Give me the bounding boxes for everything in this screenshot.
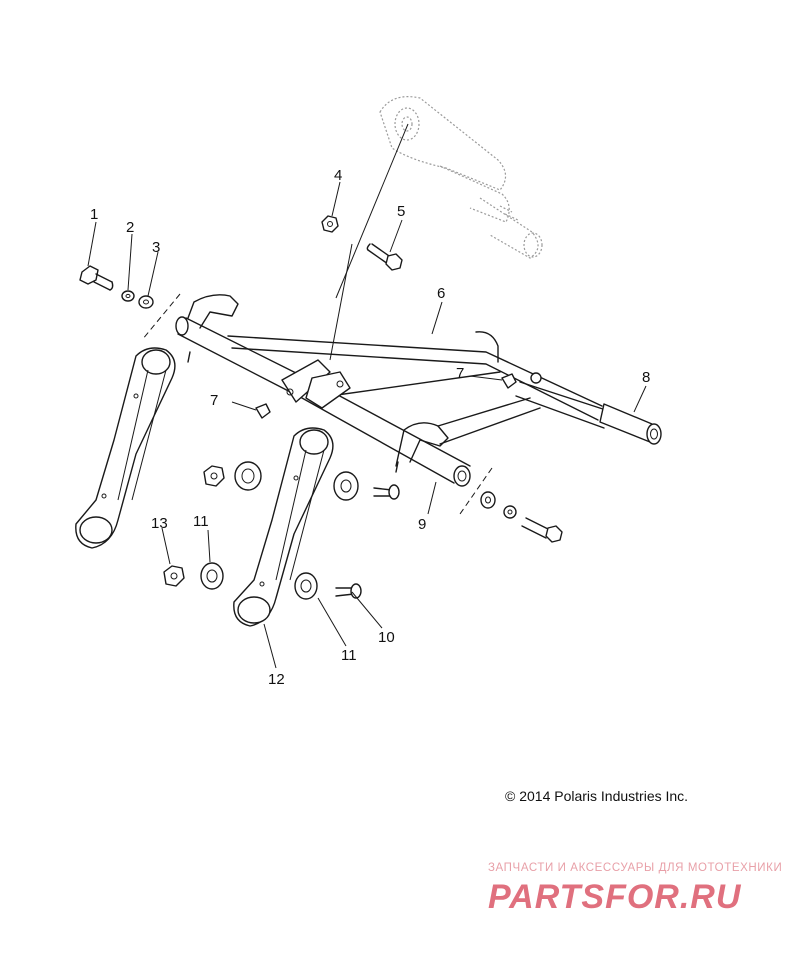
watermark-tagline: ЗАПЧАСТИ И АКСЕССУАРЫ ДЛЯ МОТОТЕХНИКИ bbox=[488, 862, 783, 874]
shock-absorber-ghost bbox=[379, 96, 543, 259]
set-screws bbox=[255, 373, 517, 419]
bolt-and-washers-left bbox=[79, 265, 154, 309]
callout-12: 12 bbox=[268, 671, 285, 688]
copyright-notice: © 2014 Polaris Industries Inc. bbox=[505, 788, 689, 804]
watermark-logo: PARTSFOR.RU bbox=[488, 878, 742, 916]
callout-1: 1 bbox=[90, 206, 99, 223]
washers-and-pins-right bbox=[294, 471, 563, 600]
callout-3: 3 bbox=[152, 239, 161, 256]
callout-9: 9 bbox=[418, 516, 427, 533]
svg-text:PARTSFOR.RU: PARTSFOR.RU bbox=[488, 878, 742, 916]
swing-arm-frame bbox=[175, 294, 662, 487]
callout-11-lower: 11 bbox=[341, 647, 357, 664]
callout-7-left: 7 bbox=[210, 392, 219, 409]
callout-13: 13 bbox=[151, 515, 168, 532]
callout-8: 8 bbox=[642, 369, 651, 386]
callout-5: 5 bbox=[397, 203, 406, 220]
link-arm-right bbox=[233, 427, 334, 627]
leader-lines bbox=[87, 123, 647, 669]
nut-and-washer-lower-left bbox=[163, 461, 262, 590]
link-arm-left bbox=[75, 347, 176, 549]
callout-6: 6 bbox=[437, 285, 446, 302]
nut-and-bolt-top bbox=[321, 215, 403, 271]
callout-2: 2 bbox=[126, 219, 135, 236]
callout-4: 4 bbox=[334, 167, 343, 184]
callout-7-right: 7 bbox=[456, 365, 465, 382]
callout-11-upper: 11 bbox=[193, 513, 209, 530]
callout-10: 10 bbox=[378, 629, 395, 646]
